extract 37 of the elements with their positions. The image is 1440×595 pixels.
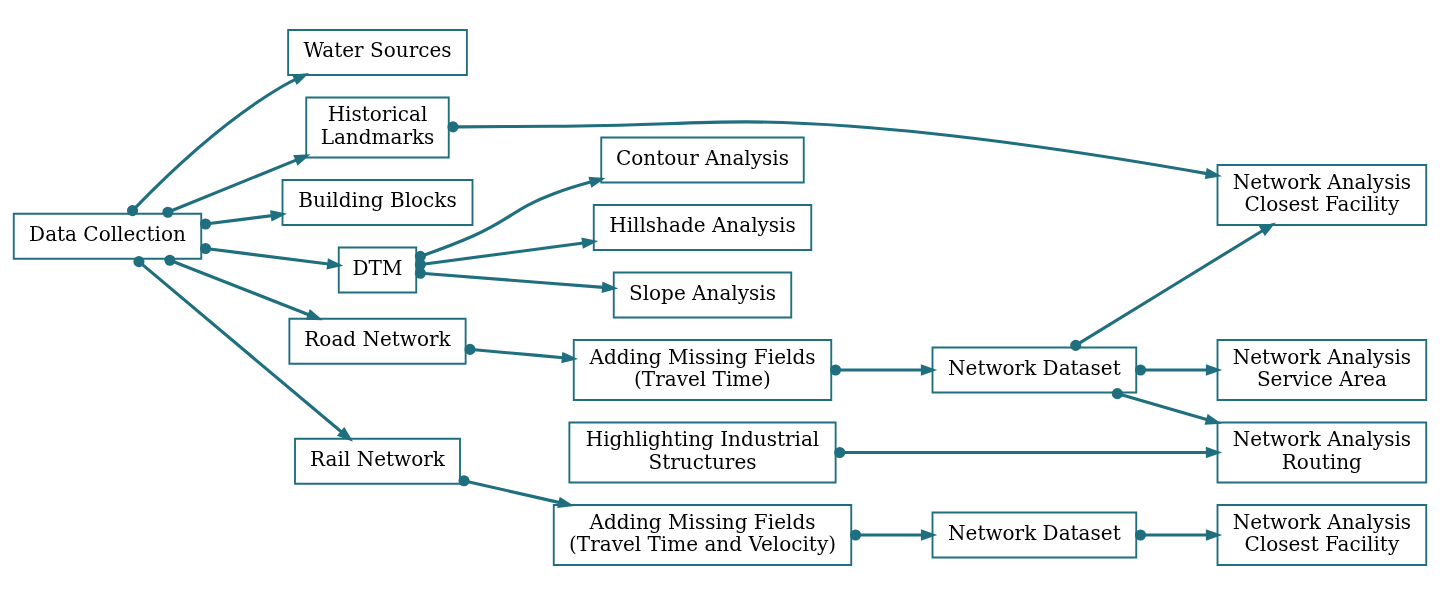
arrow (164, 254, 323, 321)
node-box: Network Dataset (931, 511, 1138, 559)
node-box: Data Collection (12, 212, 203, 260)
node-box: Building Blocks (281, 179, 474, 226)
node-box: Slope Analysis (612, 271, 793, 319)
node-box: Historical Landmarks (305, 96, 450, 159)
node-box: Water Sources (287, 29, 468, 76)
arrow (199, 210, 287, 230)
node-box: Hillshade Analysis (592, 204, 813, 251)
arrow (1134, 364, 1223, 376)
node-box: Network Dataset (931, 346, 1138, 394)
node-box: Rail Network (294, 437, 461, 485)
arrow (447, 120, 1222, 180)
node-box: Adding Missing Fields (Travel Time and Velocity) (552, 504, 853, 566)
node-box: Network Analysis Service Area (1216, 339, 1428, 401)
arrow (1134, 529, 1223, 541)
arrow (850, 529, 938, 541)
arrow (458, 475, 575, 508)
node-box: Network Analysis Closest Facility (1216, 504, 1428, 566)
arrow (126, 73, 310, 217)
arrow (199, 242, 344, 270)
arrow (414, 176, 606, 262)
arrow (414, 267, 619, 293)
arrow (834, 446, 1223, 459)
arrow (830, 364, 938, 376)
arrow (133, 256, 354, 442)
arrow (162, 154, 311, 218)
node-box: Contour Analysis (600, 136, 805, 184)
node-box: Adding Missing Fields (Travel Time) (572, 339, 833, 401)
node-box: Network Analysis Closest Facility (1216, 164, 1428, 226)
node-box: Highlighting Industrial Structures (568, 421, 837, 484)
arrow (464, 343, 579, 364)
node-box: Road Network (288, 317, 467, 365)
node-box: Network Analysis Routing (1216, 421, 1428, 484)
arrow (1111, 388, 1222, 425)
arrow (1070, 222, 1276, 351)
node-box: DTM (337, 246, 418, 294)
